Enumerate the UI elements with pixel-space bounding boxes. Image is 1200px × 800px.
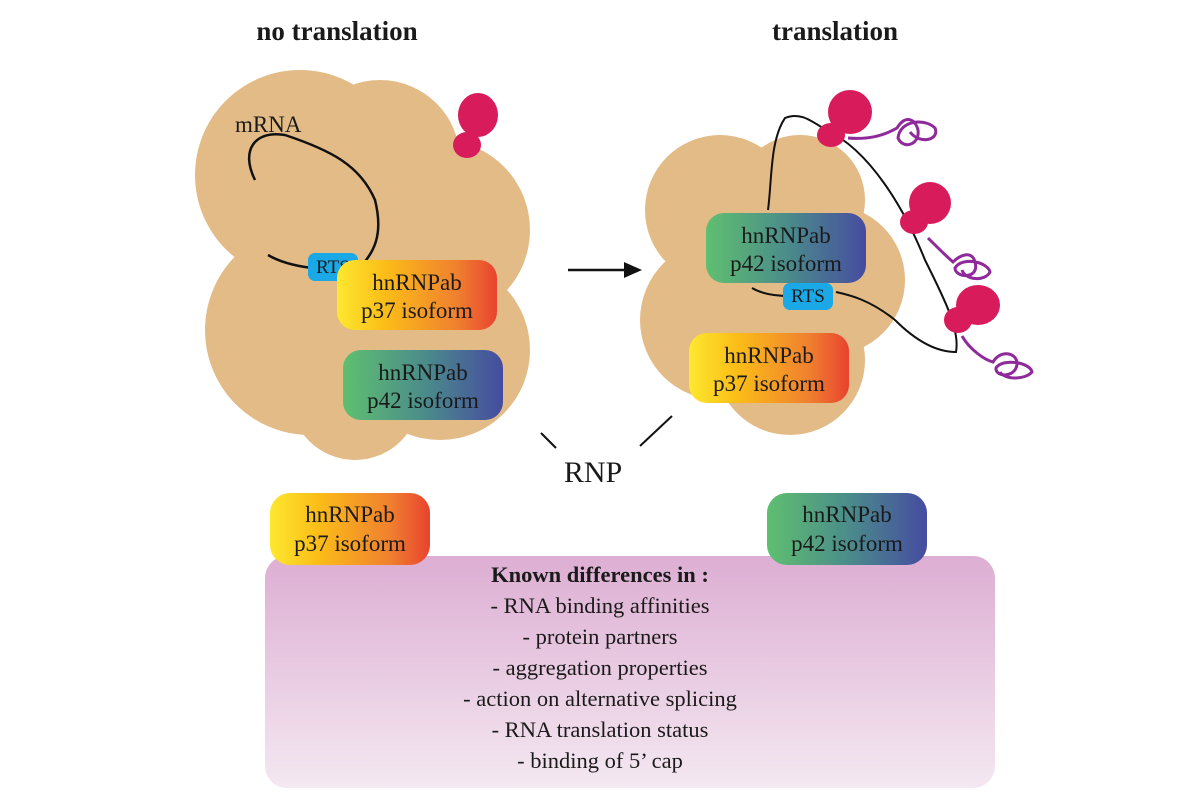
isoform-p42-bound-right: hnRNPab p42 isoform <box>706 213 866 283</box>
nascent-peptide-1 <box>847 118 938 147</box>
nascent-peptide-2 <box>926 236 992 280</box>
mrna-label: mRNA <box>235 112 302 137</box>
difference-item: - RNA translation status <box>492 717 709 742</box>
svg-text:hnRNPab: hnRNPab <box>724 343 813 368</box>
title-translation: translation <box>772 16 898 46</box>
difference-item: - protein partners <box>523 624 678 649</box>
rnp-label: RNP <box>564 456 622 489</box>
svg-text:p42 isoform: p42 isoform <box>367 388 479 413</box>
nascent-peptide-3 <box>960 335 1034 380</box>
polysome <box>817 90 1034 380</box>
transition-arrow <box>568 262 642 278</box>
svg-text:p37 isoform: p37 isoform <box>361 298 473 323</box>
rnp-pointer-left <box>540 432 557 449</box>
differences-heading: Known differences in : <box>491 562 709 587</box>
mrna-strand-right <box>767 114 958 354</box>
svg-text:hnRNPab: hnRNPab <box>741 223 830 248</box>
ribosome-2 <box>900 182 951 234</box>
svg-text:p37 isoform: p37 isoform <box>294 531 406 556</box>
ribosome-free <box>453 93 498 158</box>
title-no-translation: no translation <box>256 16 417 46</box>
difference-item: - RNA binding affinities <box>491 593 710 618</box>
differences-panel <box>265 556 995 788</box>
difference-item: - binding of 5’ cap <box>517 748 683 773</box>
difference-item: - action on alternative splicing <box>463 686 737 711</box>
rnp-pointer-right <box>639 415 673 447</box>
rts-box-right <box>783 283 833 310</box>
svg-text:hnRNPab: hnRNPab <box>305 502 394 527</box>
isoform-p37-free-right: hnRNPab p37 isoform <box>689 333 849 403</box>
ribosome-1 <box>817 90 872 147</box>
svg-text:hnRNPab: hnRNPab <box>372 270 461 295</box>
svg-text:p37 isoform: p37 isoform <box>713 371 825 396</box>
isoform-p42-legend: hnRNPab p42 isoform <box>767 493 927 565</box>
svg-text:hnRNPab: hnRNPab <box>802 502 891 527</box>
difference-item: - aggregation properties <box>493 655 708 680</box>
ribosome-3 <box>944 285 1000 333</box>
isoform-p37-bound-left: hnRNPab p37 isoform <box>337 260 497 330</box>
svg-text:p42 isoform: p42 isoform <box>730 251 842 276</box>
differences-list: Known differences in : - RNA binding aff… <box>463 562 737 773</box>
svg-text:p42 isoform: p42 isoform <box>791 531 903 556</box>
svg-text:hnRNPab: hnRNPab <box>378 360 467 385</box>
isoform-p37-legend: hnRNPab p37 isoform <box>270 493 430 565</box>
isoform-p42-free-left: hnRNPab p42 isoform <box>343 350 503 420</box>
rts-label-right: RTS <box>791 286 825 307</box>
